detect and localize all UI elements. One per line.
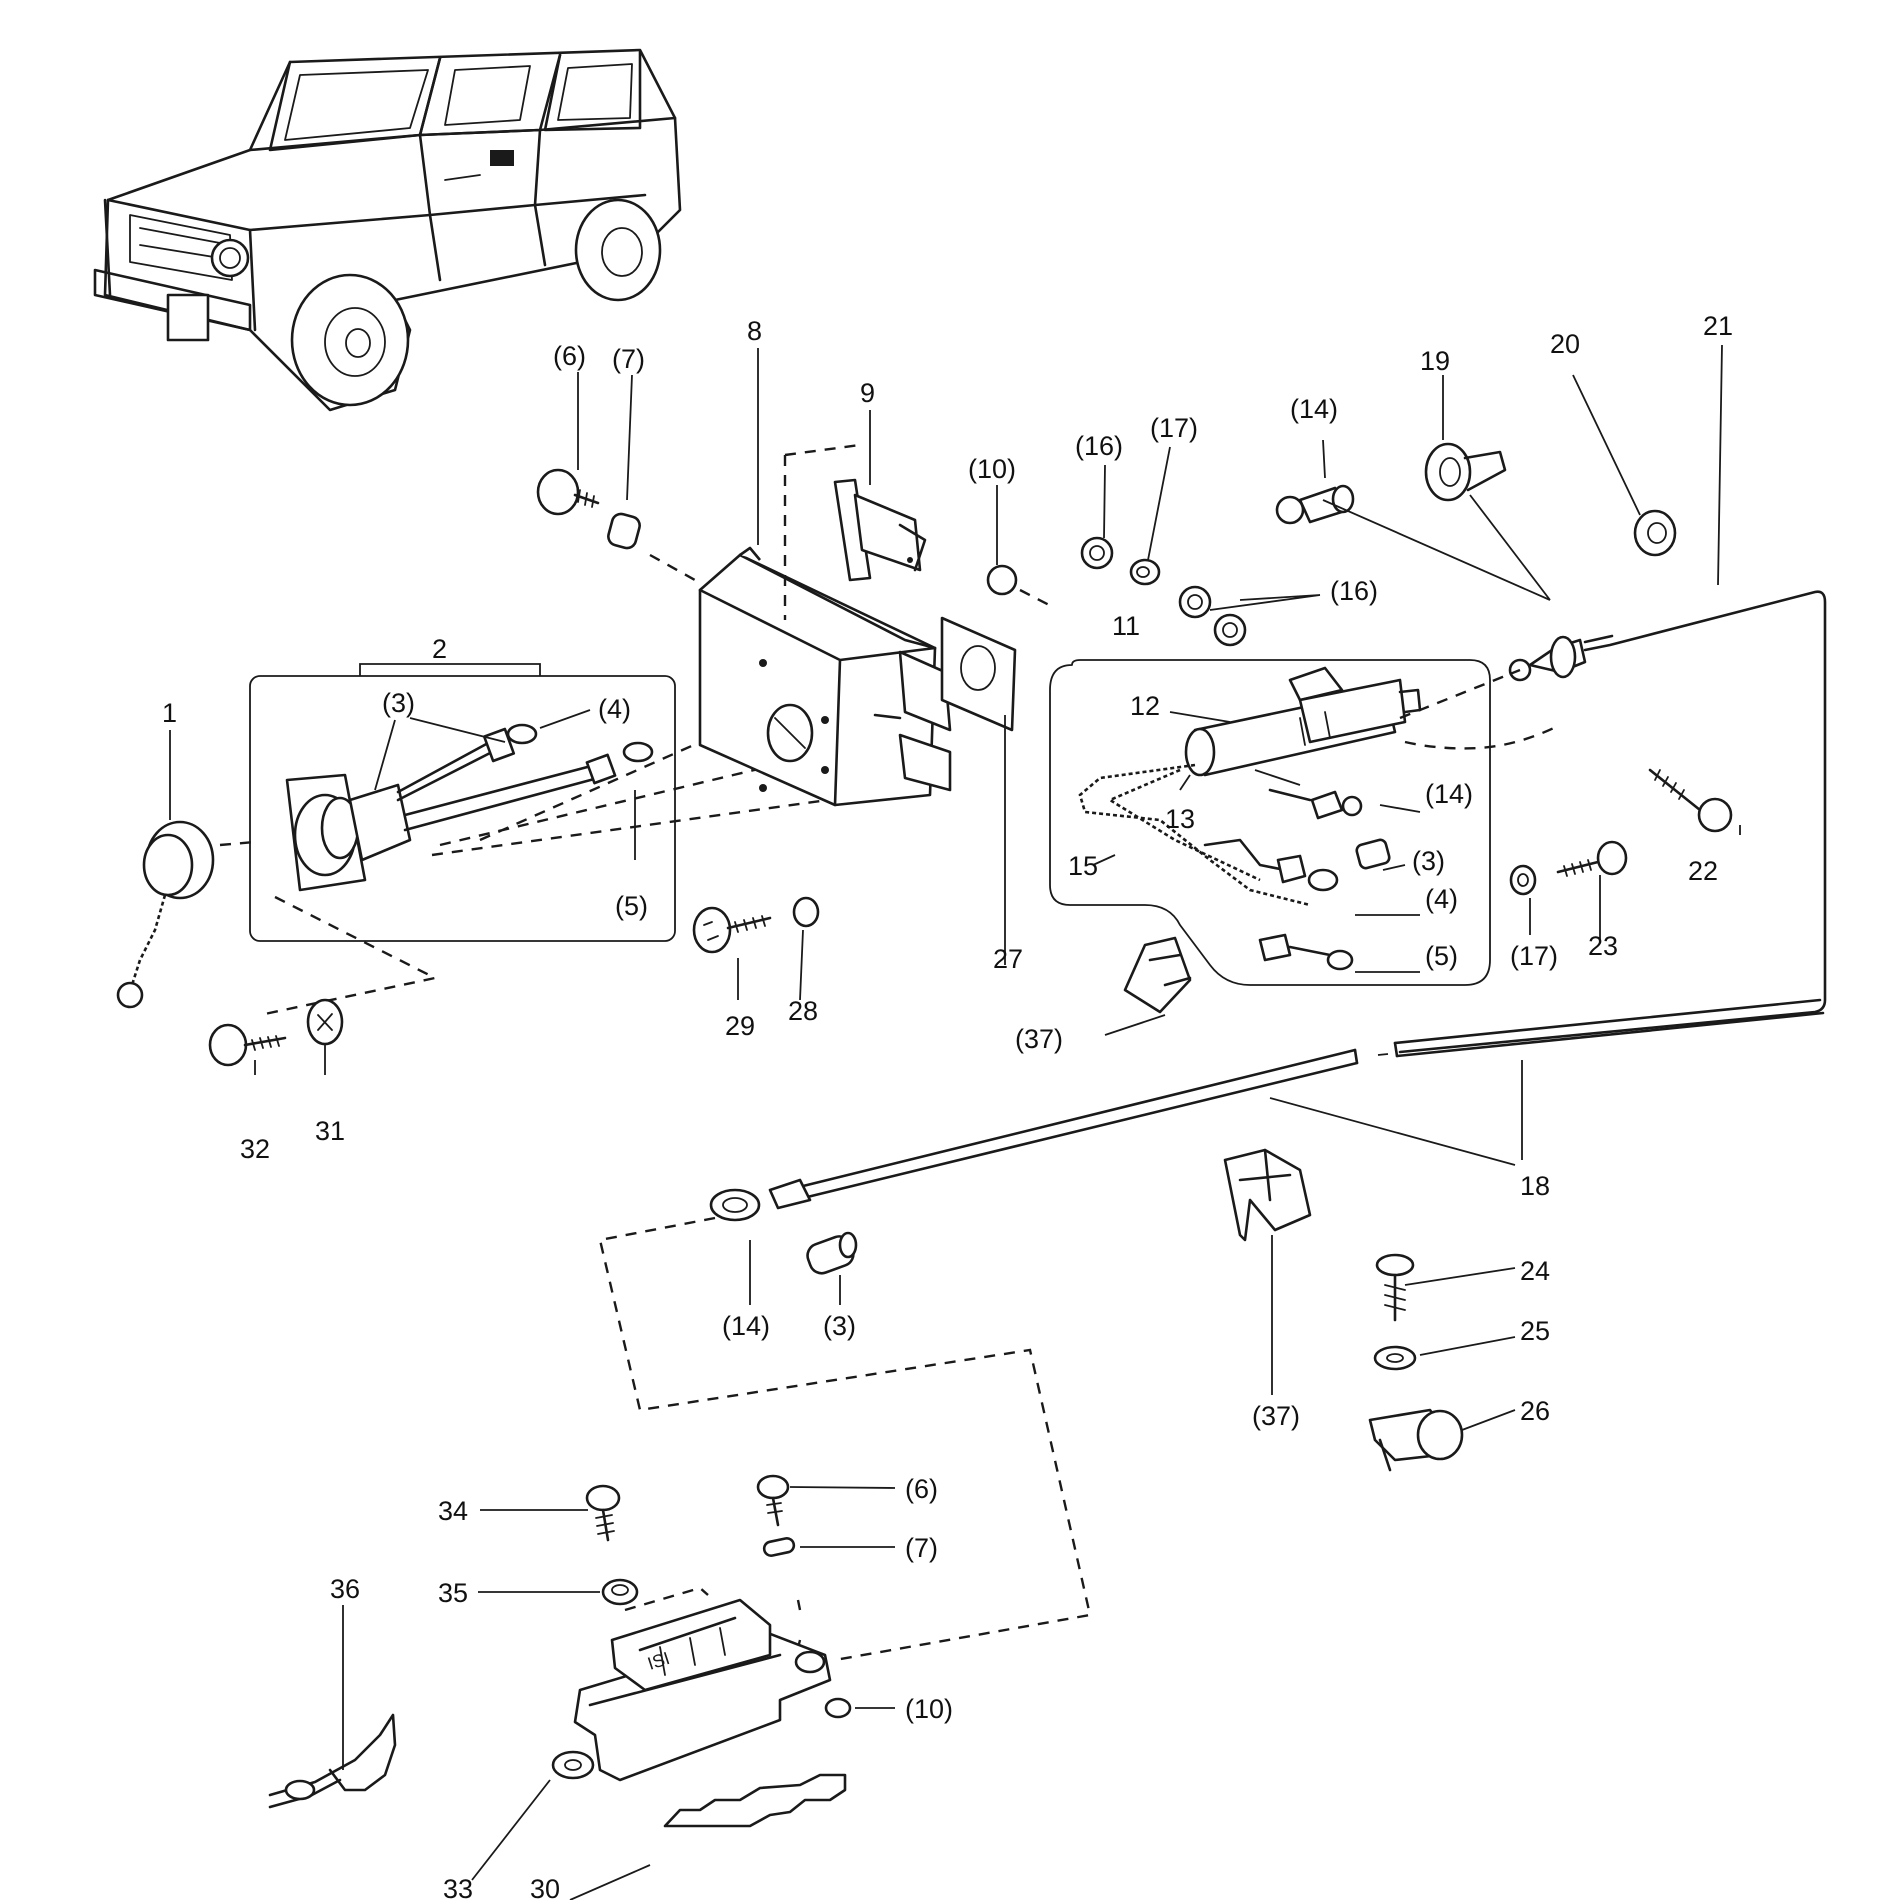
cap-icon [116, 820, 215, 1009]
label-37: (37) [1015, 1024, 1063, 1054]
label-25: 25 [1520, 1316, 1550, 1346]
label-5-group: (5) [1425, 941, 1458, 971]
plug-icon [1633, 509, 1677, 557]
label-14-bottom: (14) [722, 1311, 770, 1341]
washer-bolt-icon [1509, 840, 1628, 896]
clip-icon-bottom [1223, 1148, 1312, 1242]
label-21: 21 [1703, 311, 1733, 341]
label-7-bottom: (7) [905, 1533, 938, 1563]
label-34: 34 [438, 1496, 468, 1526]
relay-icon [833, 478, 927, 582]
label-10: (10) [968, 454, 1016, 484]
bolt-icon [536, 468, 696, 582]
label-15: 15 [1068, 851, 1098, 881]
socket-icon [285, 723, 654, 892]
label-14: (14) [1290, 394, 1338, 424]
label-29: 29 [725, 1011, 755, 1041]
fuse-strip-icon [663, 1773, 847, 1828]
label-6-bottom: (6) [905, 1474, 938, 1504]
labels: 1 2 (3) (4) (5) (6) (7) 8 9 (10) 11 12 1… [162, 311, 1733, 1900]
label-14-group: (14) [1425, 779, 1473, 809]
label-2: 2 [432, 634, 447, 664]
ground-cable-icon [709, 998, 1825, 1222]
label-8: 8 [747, 316, 762, 346]
small-parts-bottom [585, 1474, 852, 1719]
fuse-box-icon: ISI [551, 1586, 832, 1782]
sleeve-icon [806, 1231, 858, 1275]
housing-icon [698, 443, 952, 807]
label-27: 27 [993, 944, 1023, 974]
gasket-icon [940, 616, 1017, 732]
label-4-group: (4) [1425, 884, 1458, 914]
label-35: 35 [438, 1578, 468, 1608]
starter-motor-icon [1078, 666, 1422, 971]
label-24: 24 [1520, 1256, 1550, 1286]
label-31: 31 [315, 1116, 345, 1146]
label-11: 11 [1112, 611, 1140, 641]
label-19: 19 [1420, 346, 1450, 376]
bolt-icon-22 [1648, 768, 1733, 833]
label-7: (7) [612, 344, 645, 374]
washers-icon [1080, 536, 1247, 647]
label-17: (17) [1150, 413, 1198, 443]
group-11-frame [1049, 659, 1491, 986]
label-33: 33 [443, 1874, 473, 1900]
cable-tie-icon [268, 1713, 397, 1809]
leader-lines [169, 344, 1741, 1900]
cable-icon [1377, 590, 1827, 1056]
label-18: 18 [1520, 1171, 1550, 1201]
label-36: 36 [330, 1574, 360, 1604]
label-3: (3) [382, 688, 415, 718]
label-16-b: (16) [1330, 576, 1378, 606]
screw-washer-clamp-icon [1368, 1253, 1464, 1472]
screw-icon-29 [692, 896, 820, 954]
label-12: 12 [1130, 691, 1160, 721]
label-9: 9 [860, 378, 875, 408]
label-23: 23 [1588, 931, 1618, 961]
label-16: (16) [1075, 431, 1123, 461]
label-6: (6) [553, 341, 586, 371]
label-37-bottom: (37) [1252, 1401, 1300, 1431]
clip-icon [1123, 936, 1192, 1014]
label-22: 22 [1688, 856, 1718, 886]
label-30: 30 [530, 1874, 560, 1900]
grommet-icon [1424, 442, 1507, 502]
label-17-b: (17) [1510, 941, 1558, 971]
guide-line-bottom [598, 1216, 1092, 1662]
ring-terminal-icon [1275, 484, 1355, 525]
screw-icon [208, 998, 344, 1067]
label-10-bottom: (10) [905, 1694, 953, 1724]
label-20: 20 [1550, 329, 1580, 359]
label-13: 13 [1165, 804, 1195, 834]
nut-icon [986, 564, 1018, 596]
label-28: 28 [788, 996, 818, 1026]
label-5: (5) [615, 891, 648, 921]
label-1: 1 [162, 698, 177, 728]
vehicle-illustration [93, 48, 682, 412]
label-26: 26 [1520, 1396, 1550, 1426]
label-3-bottom: (3) [823, 1311, 856, 1341]
group-2-frame [249, 675, 676, 942]
label-3-group: (3) [1412, 846, 1445, 876]
label-4: (4) [598, 694, 631, 724]
label-32: 32 [240, 1134, 270, 1164]
